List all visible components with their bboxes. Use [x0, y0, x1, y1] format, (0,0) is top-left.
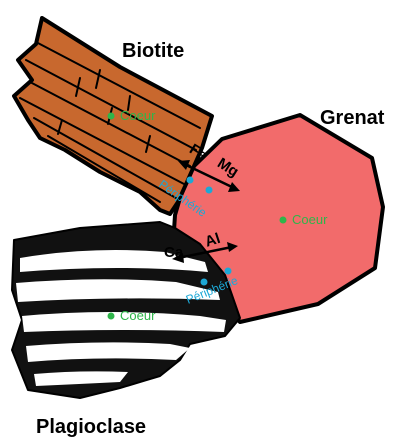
- grenat-label: Grenat: [320, 107, 385, 129]
- fe-label: Fe: [186, 141, 210, 165]
- biotite-label: Biotite: [122, 40, 184, 62]
- plagioclase-coeur-dot: [107, 312, 115, 320]
- al-label: Al: [203, 230, 223, 251]
- grenat-peri-dot-1: [205, 186, 213, 194]
- grenat-peri-dot-2: [224, 267, 232, 275]
- plagioclase-peri-dot: [200, 278, 208, 286]
- grenat-coeur: Coeur: [279, 212, 328, 227]
- biotite-coeur-label: Coeur: [120, 108, 156, 123]
- biotite-coeur: Coeur: [107, 108, 156, 123]
- plagioclase-coeur: Coeur: [107, 308, 156, 323]
- plagioclase-label: Plagioclase: [36, 416, 146, 438]
- fe-mg-arrow: [178, 160, 240, 192]
- biotite-peri-dot: [186, 176, 194, 184]
- plagioclase-coeur-label: Coeur: [120, 308, 156, 323]
- ca-al-arrow: [172, 242, 238, 263]
- plagioclase-grain: [11, 221, 241, 399]
- grenat-coeur-label: Coeur: [292, 212, 328, 227]
- biotite-coeur-dot: [107, 112, 115, 120]
- grenat-coeur-dot: [279, 216, 287, 224]
